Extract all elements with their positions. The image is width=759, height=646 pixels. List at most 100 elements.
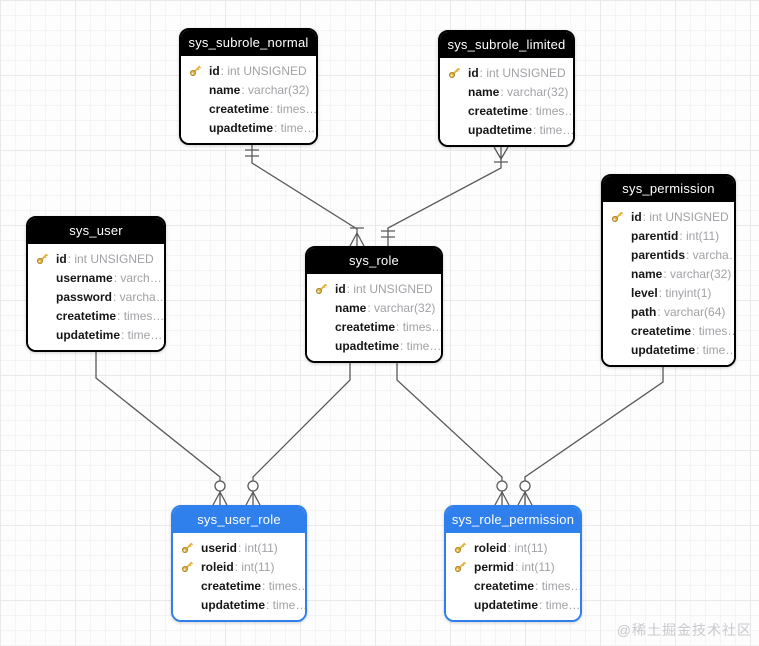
field-list: id: int UNSIGNED name: varchar(32)createt…	[440, 58, 573, 145]
field-indent	[189, 83, 204, 96]
marker-many	[517, 491, 533, 506]
field-type: : time…	[266, 597, 307, 612]
field-row: parentid: int(11)	[603, 226, 734, 245]
table-sys_user_role[interactable]: sys_user_role userid: int(11)roleid: int…	[171, 505, 307, 622]
primary-key-icon-slot	[181, 541, 196, 554]
field-indent	[448, 123, 463, 136]
field-name: id	[468, 65, 479, 80]
field-type: : times…	[270, 101, 318, 116]
field-name: level	[631, 285, 658, 300]
field-row: parentids: varcha…	[603, 245, 734, 264]
field-type: : time…	[274, 120, 316, 135]
field-row: permid: int(11)	[446, 557, 580, 576]
edge-sys_subrole_normal-sys_role	[245, 145, 365, 247]
field-list: roleid: int(11)permid: int(11)createtime…	[446, 533, 580, 620]
field-row: id: int UNSIGNED	[181, 61, 316, 80]
field-name: createtime	[474, 578, 535, 593]
field-type: : int UNSIGNED	[67, 251, 154, 266]
field-indent	[315, 339, 330, 352]
field-row: createtime: times…	[603, 321, 734, 340]
field-type: : int(11)	[238, 540, 278, 555]
field-row: upadtetime: time…	[440, 120, 573, 139]
field-type: : varchar(32)	[241, 82, 310, 97]
field-type: : varcha…	[113, 289, 166, 304]
primary-key-icon-slot	[454, 560, 469, 573]
field-indent	[454, 598, 469, 611]
field-name: upadtetime	[335, 338, 400, 353]
marker-many	[212, 491, 228, 506]
field-name: username	[56, 270, 113, 285]
primary-key-icon-slot	[611, 210, 626, 223]
edge-sys_user-sys_user_role	[95, 351, 228, 506]
field-row: roleid: int(11)	[446, 538, 580, 557]
field-row: createtime: times…	[440, 101, 573, 120]
primary-key-icon-slot	[454, 541, 469, 554]
field-type: : varchar(32)	[663, 266, 732, 281]
field-indent	[36, 309, 51, 322]
field-row: createtime: times…	[181, 99, 316, 118]
field-name: createtime	[335, 319, 396, 334]
primary-key-icon-slot	[189, 64, 204, 77]
field-name: roleid	[201, 559, 234, 574]
field-row: name: varchar(32)	[307, 298, 441, 317]
table-title: sys_role_permission	[446, 507, 580, 533]
marker-many	[245, 491, 261, 506]
marker-zero	[214, 480, 226, 492]
field-row: level: tinyint(1)	[603, 283, 734, 302]
primary-key-icon	[612, 211, 624, 222]
field-row: updatetime: time…	[603, 340, 734, 359]
field-row: password: varcha…	[28, 287, 164, 306]
table-title: sys_role	[307, 248, 441, 274]
field-type: : int UNSIGNED	[479, 65, 566, 80]
field-type: : varch…	[113, 270, 162, 285]
field-name: updatetime	[56, 327, 121, 342]
marker-zero	[519, 480, 531, 492]
field-indent	[611, 248, 626, 261]
field-row: createtime: times…	[307, 317, 441, 336]
edge-sys_role-sys_user_role	[245, 362, 351, 506]
field-indent	[36, 290, 51, 303]
field-name: createtime	[209, 101, 270, 116]
field-name: permid	[474, 559, 515, 574]
field-row: createtime: times…	[446, 576, 580, 595]
field-name: id	[631, 209, 642, 224]
field-name: createtime	[631, 323, 692, 338]
primary-key-icon-slot	[448, 66, 463, 79]
watermark: @稀土掘金技术社区	[616, 622, 752, 638]
field-row: roleid: int(11)	[173, 557, 305, 576]
field-type: : time…	[533, 122, 575, 137]
field-row: updatetime: time…	[173, 595, 305, 614]
field-row: id: int UNSIGNED	[307, 279, 441, 298]
primary-key-icon	[455, 561, 467, 572]
field-type: : times…	[396, 319, 443, 334]
primary-key-icon	[455, 542, 467, 553]
field-row: name: varchar(32)	[440, 82, 573, 101]
primary-key-icon	[449, 67, 461, 78]
field-type: : time…	[539, 597, 581, 612]
field-name: upadtetime	[468, 122, 533, 137]
field-row: upadtetime: time…	[181, 118, 316, 137]
field-indent	[448, 85, 463, 98]
table-title: sys_user_role	[173, 507, 305, 533]
table-sys_role_permission[interactable]: sys_role_permission roleid: int(11)permi…	[444, 505, 582, 622]
field-row: username: varch…	[28, 268, 164, 287]
marker-many	[494, 491, 510, 506]
field-name: parentid	[631, 228, 679, 243]
field-indent	[611, 267, 626, 280]
marker-one-or-many	[349, 227, 365, 247]
field-indent	[189, 121, 204, 134]
field-name: name	[468, 84, 500, 99]
field-name: id	[56, 251, 67, 266]
field-row: id: int UNSIGNED	[28, 249, 164, 268]
field-name: password	[56, 289, 113, 304]
